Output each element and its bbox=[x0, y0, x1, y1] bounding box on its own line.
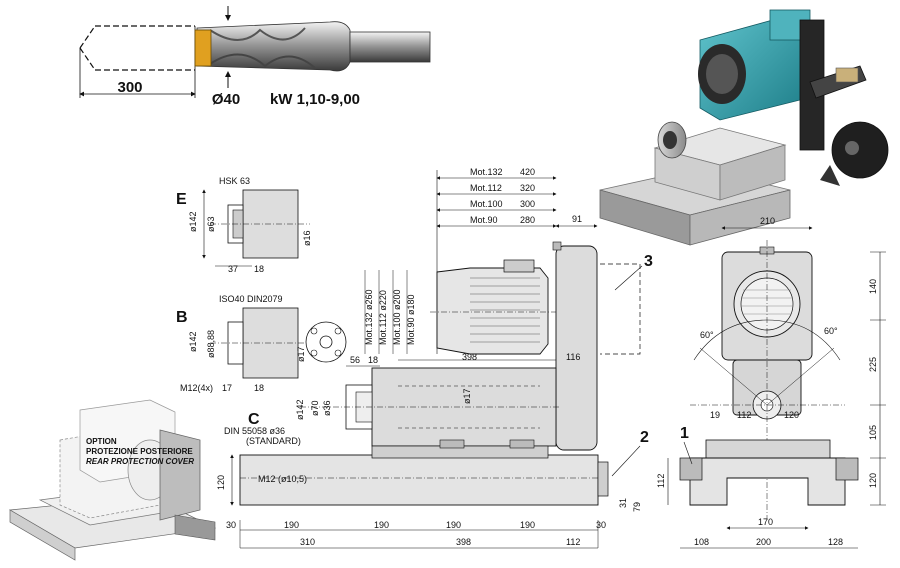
section-b-label: B bbox=[176, 309, 188, 326]
front-dim-112b: 112 bbox=[656, 474, 666, 488]
section-c-label: C bbox=[248, 411, 260, 428]
section-b: B ISO40 DIN2079 ø142 ø88,88 ø17 M12(4x) … bbox=[176, 294, 347, 393]
dim-112-bottom: 112 bbox=[566, 537, 580, 547]
section-e-label: E bbox=[176, 191, 187, 208]
bottom-dim-5: 190 bbox=[520, 520, 535, 530]
section-e-d63: ø63 bbox=[206, 216, 216, 232]
marker-1: 1 bbox=[680, 425, 689, 442]
dim-310: 310 bbox=[300, 537, 315, 547]
dim-120-side: 120 bbox=[216, 475, 226, 490]
dim-398-top: 398 bbox=[462, 352, 477, 362]
motor-row-3-name: Mot.100 bbox=[470, 199, 503, 209]
option-line-3: REAR PROTECTION COVER bbox=[86, 457, 194, 466]
front-dim-108: 108 bbox=[694, 537, 709, 547]
base-m12-label: M12 (ø10,5) bbox=[258, 474, 307, 484]
dim-31: 31 bbox=[618, 498, 628, 508]
bottom-dim-3: 190 bbox=[374, 520, 389, 530]
motor-diameters: Mot.132 ø260 Mot.112 ø220 Mot.100 ø200 M… bbox=[364, 270, 416, 354]
section-e: E HSK 63 ø142 ø63 ø16 37 18 bbox=[176, 176, 312, 274]
front-dim-225: 225 bbox=[868, 357, 878, 372]
bottom-dim-1: 30 bbox=[226, 520, 236, 530]
section-c-din: DIN 55058 ø36 bbox=[224, 426, 285, 436]
front-dim-112a: 112 bbox=[737, 410, 751, 420]
bottom-dim-6: 30 bbox=[596, 520, 606, 530]
front-dim-140: 140 bbox=[868, 279, 878, 294]
unit-photo bbox=[599, 9, 889, 246]
section-c-std: (STANDARD) bbox=[246, 436, 301, 446]
option-line-2: PROTEZIONE POSTERIORE bbox=[86, 447, 193, 456]
motor-diam-1: Mot.132 ø260 bbox=[364, 289, 374, 345]
dim-56: 56 bbox=[350, 355, 360, 365]
bottom-dim-4: 190 bbox=[446, 520, 461, 530]
motor-table: Mot.132 420 Mot.112 320 Mot.100 300 Mot.… bbox=[436, 167, 598, 354]
section-b-w17: 17 bbox=[222, 383, 232, 393]
section-b-d17: ø17 bbox=[296, 346, 306, 362]
motor-row-4-val: 280 bbox=[520, 215, 535, 225]
motor-row-1-val: 420 bbox=[520, 167, 535, 177]
marker-2: 2 bbox=[640, 429, 649, 446]
front-dim-128: 128 bbox=[828, 537, 843, 547]
motor-row-2-name: Mot.112 bbox=[470, 183, 502, 193]
section-e-w37: 37 bbox=[228, 264, 238, 274]
drill-illustration: 300 Ø40 kW 1,10-9,00 bbox=[79, 6, 431, 108]
marker-3: 3 bbox=[644, 253, 653, 270]
front-view: 210 60° 60° 19 112 120 1 bbox=[656, 216, 886, 549]
section-e-d142: ø142 bbox=[188, 211, 198, 232]
section-b-d142: ø142 bbox=[188, 331, 198, 352]
motor-diam-3: Mot.100 ø200 bbox=[392, 289, 402, 345]
dim-91: 91 bbox=[572, 214, 582, 224]
front-dim-170: 170 bbox=[758, 517, 773, 527]
option-line-1: OPTION bbox=[86, 437, 117, 446]
section-c-d142: ø142 bbox=[295, 399, 305, 420]
section-e-w18: 18 bbox=[254, 264, 264, 274]
front-angle-left: 60° bbox=[700, 330, 714, 340]
rear-cover-option: OPTION PROTEZIONE POSTERIORE REAR PROTEC… bbox=[8, 399, 217, 561]
motor-row-1-name: Mot.132 bbox=[470, 167, 503, 177]
section-b-iso: ISO40 DIN2079 bbox=[219, 294, 283, 304]
side-view: Mot.132 420 Mot.112 320 Mot.100 300 Mot.… bbox=[216, 167, 653, 549]
dim-116: 116 bbox=[566, 352, 580, 362]
front-dim-120: 120 bbox=[868, 473, 878, 488]
motor-row-2-val: 320 bbox=[520, 183, 535, 193]
front-dim-19: 19 bbox=[710, 410, 720, 420]
motor-row-3-val: 300 bbox=[520, 199, 535, 209]
front-dim-210: 210 bbox=[760, 216, 775, 226]
section-e-d16: ø16 bbox=[302, 230, 312, 246]
section-c-d70: ø70 bbox=[310, 400, 320, 416]
dim-79: 79 bbox=[632, 502, 642, 512]
dim-18: 18 bbox=[368, 355, 378, 365]
section-e-hsk: HSK 63 bbox=[219, 176, 250, 186]
section-c-d17: ø17 bbox=[462, 388, 472, 404]
front-dim-120a: 120 bbox=[784, 410, 799, 420]
dim-398-bottom: 398 bbox=[456, 537, 471, 547]
section-b-d8888: ø88,88 bbox=[206, 330, 216, 358]
front-dim-200: 200 bbox=[756, 537, 771, 547]
section-b-w18: 18 bbox=[254, 383, 264, 393]
motor-diam-2: Mot.112 ø220 bbox=[378, 290, 388, 345]
front-angle-right: 60° bbox=[824, 326, 838, 336]
motor-row-4-name: Mot.90 bbox=[470, 215, 498, 225]
drill-power-label: kW 1,10-9,00 bbox=[270, 91, 360, 108]
drill-diameter-label: Ø40 bbox=[212, 91, 240, 108]
section-c-d36: ø36 bbox=[322, 400, 332, 416]
bottom-dim-2: 190 bbox=[284, 520, 299, 530]
motor-diam-4: Mot.90 ø180 bbox=[406, 294, 416, 345]
section-b-m12: M12(4x) bbox=[180, 383, 213, 393]
front-dim-105: 105 bbox=[868, 425, 878, 440]
drill-length-label: 300 bbox=[117, 79, 142, 96]
